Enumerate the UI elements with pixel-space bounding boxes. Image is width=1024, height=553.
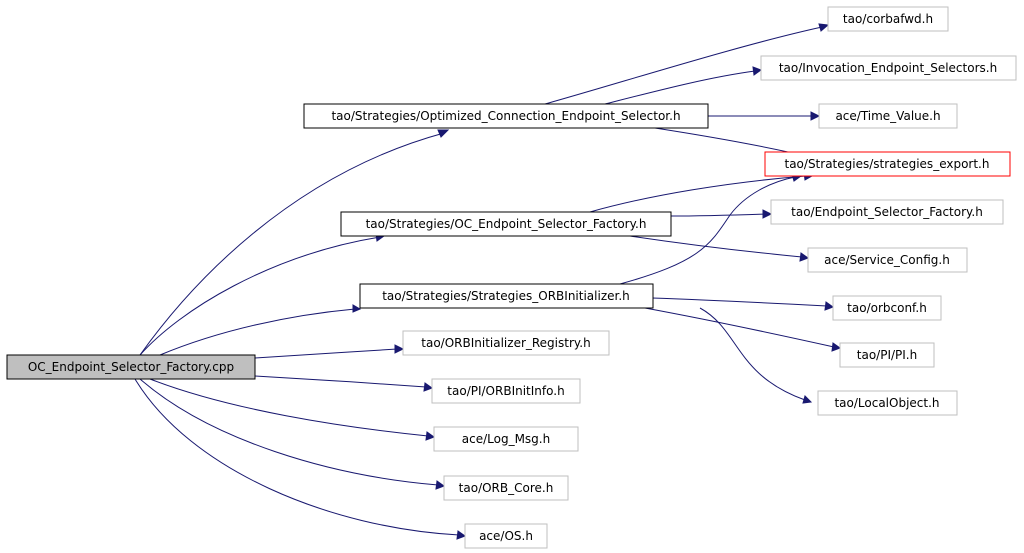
node-orb-core[interactable]: tao/ORB_Core.h bbox=[443, 475, 569, 501]
edge-orbinitializer-to-orbconf bbox=[651, 297, 828, 307]
edge-orbinitializer-to-localobject bbox=[699, 307, 806, 401]
node-os-label: ace/OS.h bbox=[479, 529, 533, 543]
arrowhead bbox=[799, 252, 810, 262]
node-orbconf[interactable]: tao/orbconf.h bbox=[832, 295, 942, 321]
arrowhead bbox=[752, 66, 763, 76]
node-optimized-connection-endpoint-selector-label: tao/Strategies/Optimized_Connection_Endp… bbox=[331, 109, 680, 123]
node-os[interactable]: ace/OS.h bbox=[464, 523, 548, 549]
node-root-label: OC_Endpoint_Selector_Factory.cpp bbox=[28, 360, 234, 374]
arrowhead bbox=[831, 342, 842, 352]
node-orbconf-label: tao/orbconf.h bbox=[847, 301, 927, 315]
nodes: OC_Endpoint_Selector_Factory.cpp tao/Str… bbox=[6, 6, 1017, 549]
node-invocation-endpoint-selectors-label: tao/Invocation_Endpoint_Selectors.h bbox=[779, 61, 997, 75]
arrowhead bbox=[810, 111, 821, 121]
node-strategies-export[interactable]: tao/Strategies/strategies_export.h bbox=[764, 151, 1011, 177]
edge-root-to-log-msg bbox=[149, 378, 429, 437]
edge-orbinitializer-to-strategies-export bbox=[619, 176, 796, 285]
node-strategies-orbinitializer[interactable]: tao/Strategies/Strategies_ORBInitializer… bbox=[359, 283, 654, 309]
arrowhead bbox=[352, 304, 362, 313]
node-time-value[interactable]: ace/Time_Value.h bbox=[818, 103, 958, 129]
arrowhead bbox=[437, 129, 450, 138]
node-orbinitializer-registry-label: tao/ORBInitializer_Registry.h bbox=[421, 336, 590, 350]
edge-optimized-to-invocation bbox=[604, 70, 756, 105]
node-corbafwd-label: tao/corbafwd.h bbox=[843, 12, 933, 26]
node-orb-core-label: tao/ORB_Core.h bbox=[459, 481, 554, 495]
node-pi-orbinitinfo[interactable]: tao/PI/ORBInitInfo.h bbox=[431, 378, 581, 404]
arrowhead bbox=[762, 209, 773, 219]
arrowhead bbox=[824, 301, 835, 311]
edge-root-to-orb-core bbox=[139, 378, 439, 486]
node-oc-endpoint-selector-factory-label: tao/Strategies/OC_Endpoint_Selector_Fact… bbox=[366, 217, 647, 231]
arrowhead bbox=[423, 382, 434, 392]
edge-oc-factory-to-endpoint-selector-factory bbox=[669, 213, 766, 217]
node-orbinitializer-registry[interactable]: tao/ORBInitializer_Registry.h bbox=[402, 330, 610, 356]
edges bbox=[134, 23, 842, 540]
node-invocation-endpoint-selectors[interactable]: tao/Invocation_Endpoint_Selectors.h bbox=[760, 55, 1017, 81]
edge-oc-factory-to-service-config bbox=[629, 235, 803, 258]
edge-root-to-os bbox=[134, 378, 460, 536]
edge-orbinitializer-to-pi bbox=[644, 307, 835, 348]
node-localobject-label: tao/LocalObject.h bbox=[834, 396, 939, 410]
edge-root-to-optimized-connection bbox=[139, 132, 445, 356]
arrowhead bbox=[394, 344, 405, 354]
node-service-config-label: ace/Service_Config.h bbox=[824, 253, 950, 267]
edge-root-to-orbinitinfo bbox=[254, 375, 427, 388]
node-optimized-connection-endpoint-selector[interactable]: tao/Strategies/Optimized_Connection_Endp… bbox=[303, 103, 709, 129]
node-localobject[interactable]: tao/LocalObject.h bbox=[817, 390, 958, 416]
arrowhead bbox=[435, 480, 446, 490]
arrowhead bbox=[456, 530, 467, 540]
node-time-value-label: ace/Time_Value.h bbox=[835, 109, 940, 123]
edge-optimized-to-corbafwd bbox=[544, 26, 823, 105]
node-log-msg[interactable]: ace/Log_Msg.h bbox=[433, 426, 579, 452]
edge-oc-factory-to-strategies-export bbox=[589, 175, 807, 213]
node-corbafwd[interactable]: tao/corbafwd.h bbox=[827, 6, 949, 32]
node-oc-endpoint-selector-factory[interactable]: tao/Strategies/OC_Endpoint_Selector_Fact… bbox=[340, 211, 672, 237]
node-pi-label: tao/PI/PI.h bbox=[857, 348, 917, 362]
node-log-msg-label: ace/Log_Msg.h bbox=[462, 432, 550, 446]
arrowhead bbox=[425, 431, 436, 441]
edge-root-to-orbinitializer-registry bbox=[254, 348, 398, 359]
node-root[interactable]: OC_Endpoint_Selector_Factory.cpp bbox=[6, 354, 256, 380]
edge-root-to-oc-factory bbox=[139, 236, 381, 356]
node-pi-orbinitinfo-label: tao/PI/ORBInitInfo.h bbox=[447, 384, 564, 398]
node-service-config[interactable]: ace/Service_Config.h bbox=[807, 247, 968, 273]
arrowhead bbox=[818, 23, 830, 32]
edge-root-to-strategies-orbinitializer bbox=[159, 308, 356, 356]
arrowhead bbox=[802, 395, 813, 404]
node-pi[interactable]: tao/PI/PI.h bbox=[839, 342, 935, 368]
node-endpoint-selector-factory-label: tao/Endpoint_Selector_Factory.h bbox=[791, 205, 983, 219]
node-strategies-orbinitializer-label: tao/Strategies/Strategies_ORBInitializer… bbox=[382, 289, 630, 303]
node-strategies-export-label: tao/Strategies/strategies_export.h bbox=[785, 157, 990, 171]
node-endpoint-selector-factory[interactable]: tao/Endpoint_Selector_Factory.h bbox=[770, 199, 1004, 225]
